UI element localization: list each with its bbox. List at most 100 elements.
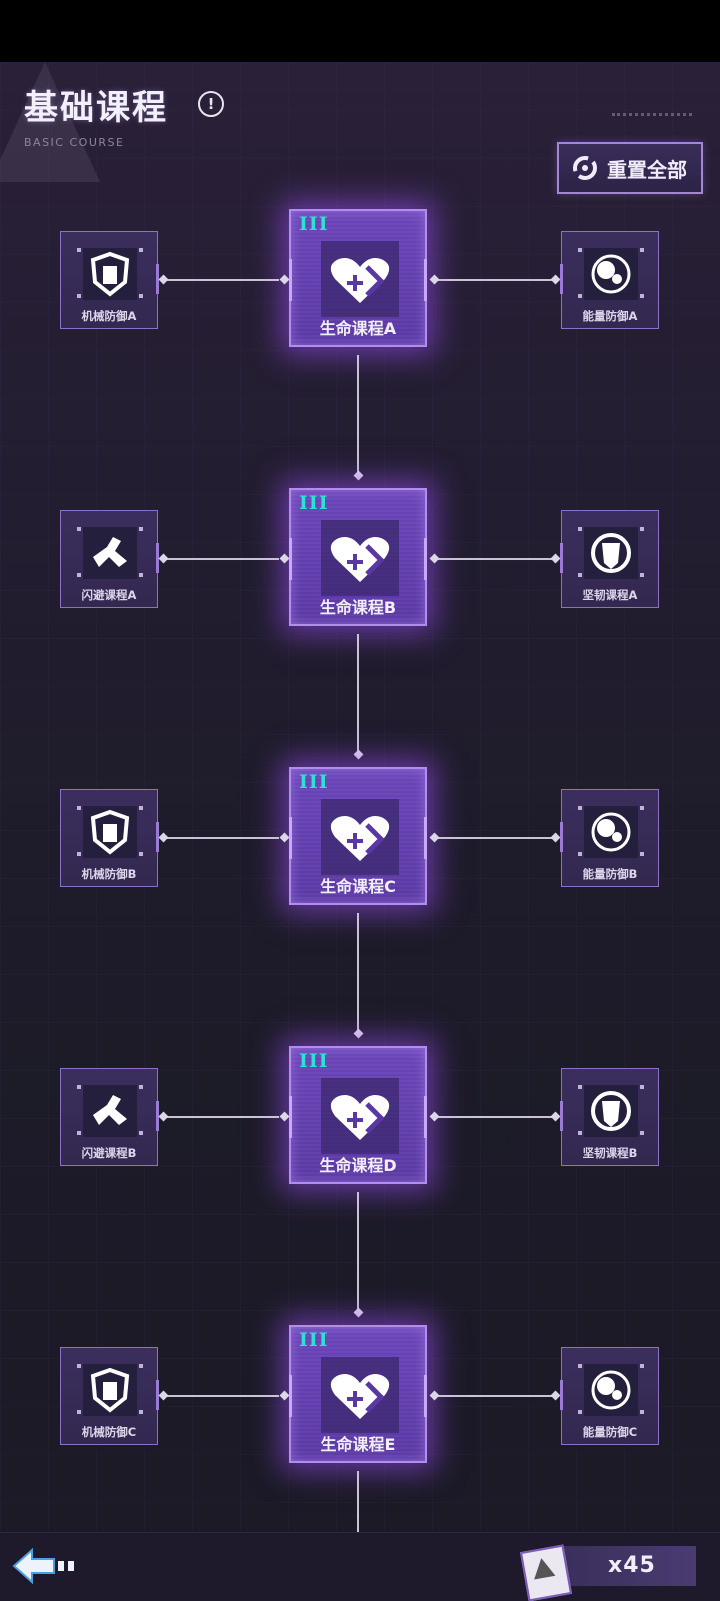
left-course-label: 机械防御A <box>81 309 137 323</box>
left-course-label: 机械防御C <box>81 1425 137 1439</box>
left-course-node[interactable]: 机械防御C <box>60 1347 159 1445</box>
main-course-node[interactable]: III 生命课程B <box>289 488 427 626</box>
corner-marker <box>77 1131 81 1135</box>
corner-marker <box>139 527 143 531</box>
right-course-label: 能量防御B <box>582 867 638 881</box>
status-bar <box>0 0 720 62</box>
corner-marker <box>77 1085 81 1089</box>
header-decoration <box>612 113 692 120</box>
corner-marker <box>578 806 582 810</box>
left-course-node[interactable]: 机械防御B <box>60 789 159 887</box>
reset-all-label: 重置全部 <box>607 157 687 182</box>
corner-marker <box>139 573 143 577</box>
corner-marker <box>77 1410 81 1414</box>
right-course-node[interactable]: 能量防御B <box>560 789 659 887</box>
reset-all-button[interactable]: 重置全部 <box>557 142 703 194</box>
corner-marker <box>139 1131 143 1135</box>
currency-count: x45 <box>608 1553 656 1578</box>
corner-marker <box>139 806 143 810</box>
left-course-node[interactable]: 闪避课程B <box>60 1068 159 1166</box>
left-connector <box>164 1116 279 1118</box>
tough-badge-icon <box>584 527 638 579</box>
main-course-node[interactable]: III 生命课程A <box>289 209 427 347</box>
right-connector <box>437 837 553 839</box>
heart-plus-icon <box>321 1357 399 1433</box>
right-connector <box>437 558 553 560</box>
mech-shield-icon <box>83 1364 137 1416</box>
right-course-node[interactable]: 能量防御A <box>560 231 659 329</box>
corner-marker <box>640 573 644 577</box>
corner-marker <box>578 573 582 577</box>
page-title: 基础课程 <box>24 88 168 128</box>
right-course-label: 坚韧课程A <box>582 588 638 602</box>
left-connector <box>164 279 279 281</box>
page-subtitle: BASIC COURSE <box>24 136 125 149</box>
main-course-label: 生命课程B <box>319 598 397 617</box>
corner-marker <box>640 294 644 298</box>
node-side-bar <box>156 543 159 573</box>
energy-sphere-icon <box>584 1364 638 1416</box>
right-course-node[interactable]: 能量防御C <box>560 1347 659 1445</box>
tier-badge: III <box>299 771 329 793</box>
main-course-node[interactable]: III 生命课程E <box>289 1325 427 1463</box>
left-course-node[interactable]: 机械防御A <box>60 231 159 329</box>
tough-badge-icon <box>584 1085 638 1137</box>
corner-marker <box>578 1085 582 1089</box>
main-course-label: 生命课程A <box>319 319 397 338</box>
corner-marker <box>77 248 81 252</box>
back-arrow-icon[interactable] <box>10 1546 76 1586</box>
corner-marker <box>578 1364 582 1368</box>
corner-marker <box>578 527 582 531</box>
vertical-connector <box>357 1471 359 1532</box>
right-course-node[interactable]: 坚韧课程B <box>560 1068 659 1166</box>
left-course-node[interactable]: 闪避课程A <box>60 510 159 608</box>
corner-marker <box>578 1131 582 1135</box>
node-side-bar <box>560 822 563 852</box>
dodge-runner-icon <box>83 527 137 579</box>
main-course-label: 生命课程D <box>319 1156 397 1175</box>
main-course-label: 生命课程E <box>320 1435 396 1454</box>
corner-marker <box>77 1364 81 1368</box>
energy-sphere-icon <box>584 248 638 300</box>
corner-marker <box>640 1410 644 1414</box>
node-side-bar <box>289 538 292 580</box>
node-side-bar <box>424 817 427 859</box>
info-icon[interactable]: ! <box>198 91 224 117</box>
corner-marker <box>640 248 644 252</box>
tier-badge: III <box>299 1329 329 1351</box>
mech-shield-icon <box>83 806 137 858</box>
energy-sphere-icon <box>584 806 638 858</box>
corner-marker <box>77 294 81 298</box>
tier-badge: III <box>299 492 329 514</box>
node-side-bar <box>156 1101 159 1131</box>
right-connector <box>437 1395 553 1397</box>
heart-plus-icon <box>321 520 399 596</box>
heart-plus-icon <box>321 241 399 317</box>
node-side-bar <box>424 259 427 301</box>
right-course-node[interactable]: 坚韧课程A <box>560 510 659 608</box>
tier-badge: III <box>299 213 329 235</box>
node-side-bar <box>289 1096 292 1138</box>
right-connector <box>437 279 553 281</box>
node-side-bar <box>156 822 159 852</box>
vertical-connector <box>357 355 359 474</box>
corner-marker <box>578 248 582 252</box>
corner-marker <box>77 527 81 531</box>
left-connector <box>164 1395 279 1397</box>
node-side-bar <box>289 1375 292 1417</box>
node-side-bar <box>424 538 427 580</box>
corner-marker <box>139 852 143 856</box>
right-course-label: 坚韧课程B <box>582 1146 638 1160</box>
left-connector <box>164 837 279 839</box>
corner-marker <box>139 294 143 298</box>
mech-shield-icon <box>83 248 137 300</box>
reset-icon <box>573 156 597 180</box>
heart-plus-icon <box>321 1078 399 1154</box>
right-course-label: 能量防御A <box>582 309 638 323</box>
right-course-label: 能量防御C <box>582 1425 638 1439</box>
left-course-label: 闪避课程B <box>81 1146 137 1160</box>
node-side-bar <box>560 1380 563 1410</box>
corner-marker <box>640 1364 644 1368</box>
